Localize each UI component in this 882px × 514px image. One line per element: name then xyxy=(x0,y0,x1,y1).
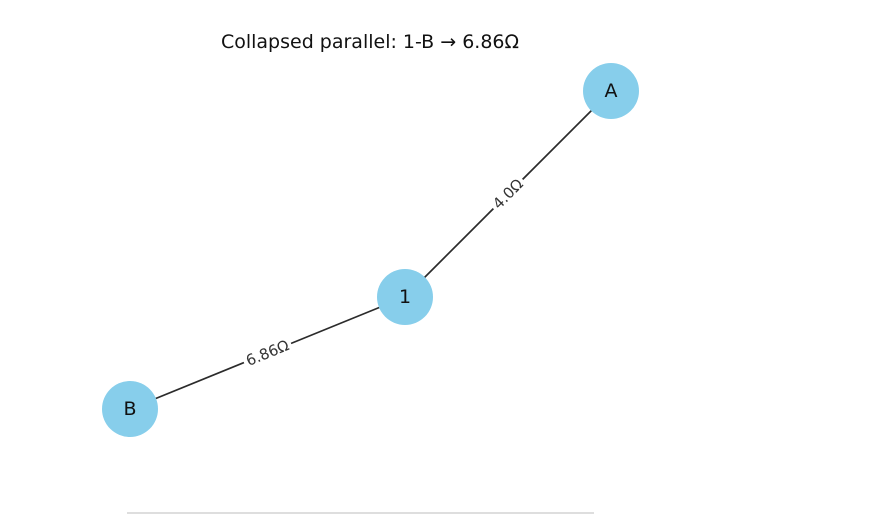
edge-label-bg-1-B xyxy=(240,335,295,371)
edge-label-group-1-B: 6.86Ω xyxy=(240,335,295,371)
edges-layer: 4.0Ω6.86Ω xyxy=(129,90,612,410)
node-label-B: B xyxy=(123,398,136,420)
edge-label-bg-A-1 xyxy=(487,173,529,215)
node-label-1: 1 xyxy=(399,286,411,308)
node-A xyxy=(583,63,639,119)
node-label-A: A xyxy=(605,80,618,102)
node-B xyxy=(102,381,158,437)
nodes-layer: A 1B xyxy=(102,63,639,437)
node-1 xyxy=(377,269,433,325)
diagram-title: Collapsed parallel: 1-B → 6.86Ω xyxy=(221,31,519,53)
edge-label-1-B: 6.86Ω xyxy=(243,336,291,370)
